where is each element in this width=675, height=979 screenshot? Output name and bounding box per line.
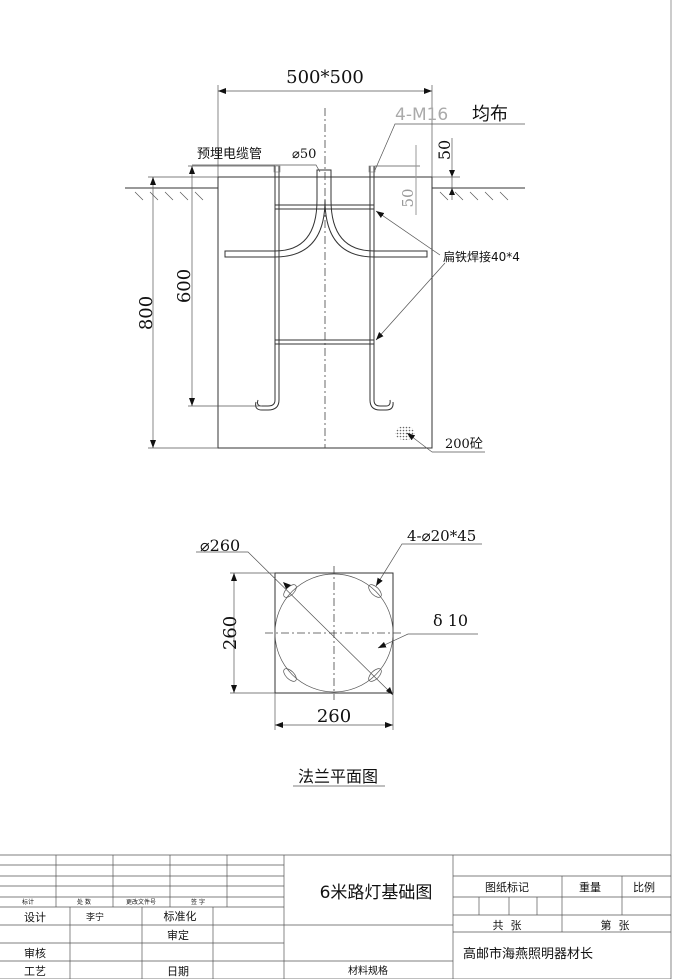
material-label: 材料规格 [348,964,388,977]
anchor-bolt-left [257,166,276,407]
cable-pipe-diameter: ⌀50 [292,147,316,162]
dim-50-right: 50 [435,140,454,160]
flange-width-dimension: 260 [317,706,351,727]
date-label: 日期 [167,965,189,978]
flange-plan-title: 法兰平面图 [298,767,378,786]
rev-header-sign: 签 字 [191,898,205,906]
scale-label: 比例 [633,880,655,894]
title-block: 标计 处 数 更改文件号 签 字 设计 李宁 标准化 审定 审核 工艺 日期 6… [0,854,672,979]
concrete-label: 200砼 [445,437,483,452]
dim-50-gray: 50 [399,188,417,207]
weight-label: 重量 [579,880,601,894]
sheet-number-label: 第 张 [601,918,630,932]
depth-800-dimension: 800 [136,296,157,330]
rev-header-mark: 标计 [22,898,34,906]
designer-name: 李宁 [86,911,104,923]
bolts-label: 4-M16 [395,105,448,125]
flat-iron-bar-bottom [275,339,374,345]
company-name: 高邮市海燕照明器材长 [463,946,593,962]
flange-diameter-label: ⌀260 [200,536,240,555]
flat-iron-label: 扁铁焊接40*4 [443,249,520,264]
concrete-hatch [395,426,415,440]
bolt-slots [283,584,382,682]
cable-pipe [224,169,428,258]
elevation-view: 500*500 800 600 [125,67,525,453]
holes-label: 4-⌀20*45 [407,527,476,545]
standardization-label: 标准化 [164,909,197,923]
thickness-label: δ 10 [433,611,468,630]
process-label: 工艺 [24,965,46,978]
review-label: 审核 [24,946,46,960]
bolts-suffix: 均布 [472,104,508,125]
width-dimension: 500*500 [286,67,364,88]
drawing-mark-label: 图纸标记 [485,880,529,894]
cable-pipe-label: 预埋电缆管 [197,146,262,162]
depth-600-dimension: 600 [174,269,195,303]
design-label: 设计 [24,911,46,924]
total-sheets-label: 共 张 [493,919,522,932]
ground-line [125,187,525,201]
flange-plan: ⌀260 4-⌀20*45 δ 10 260 260 法兰平面图 [196,527,482,787]
approval-label: 审定 [167,928,189,942]
rev-header-count: 处 数 [77,898,91,906]
drawing-title: 6米路灯基础图 [320,883,433,903]
anchor-bolt-right [369,166,394,411]
rev-header-doc: 更改文件号 [126,898,156,906]
flange-height-dimension: 260 [220,616,241,650]
